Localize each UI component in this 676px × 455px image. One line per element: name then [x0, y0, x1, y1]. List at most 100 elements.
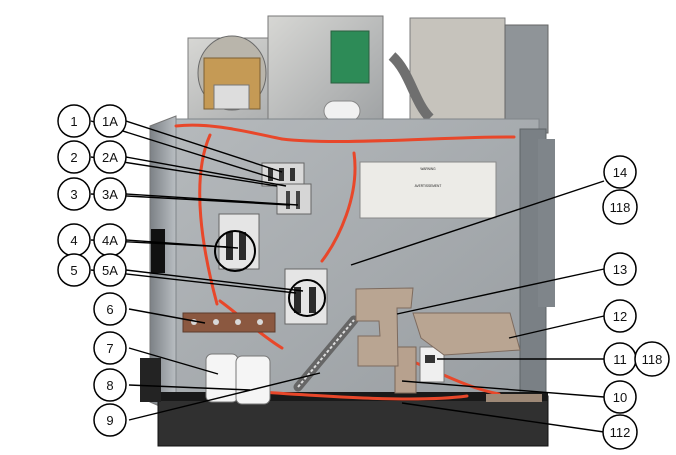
- callout-5: 5: [57, 253, 91, 287]
- line-13: [396, 268, 605, 315]
- bottom-hardware: [140, 229, 542, 402]
- callout-3a-label: 3A: [102, 187, 118, 202]
- terminal-block-mid: [276, 183, 312, 215]
- terminal-strip: [182, 312, 276, 333]
- callout-11-label: 11: [613, 352, 627, 367]
- gray-hose: [388, 52, 434, 122]
- callout-2a: 2A: [93, 140, 127, 174]
- callout-4a-label: 4A: [102, 233, 118, 248]
- callout-3a-circle: [93, 177, 127, 211]
- wire-top-right: [280, 135, 516, 143]
- terminal-block-2: [276, 183, 312, 215]
- transformer-bracket: [213, 84, 250, 110]
- line-112: [401, 402, 605, 433]
- relay-4: [214, 213, 260, 272]
- callout-1-circle: [57, 104, 91, 138]
- warning-label-title: WARNING: [420, 167, 436, 171]
- relay-5-circle: [288, 279, 326, 317]
- line-7: [128, 347, 219, 375]
- callout-12-label: 12: [613, 309, 627, 324]
- callout-2: 2: [57, 140, 91, 174]
- terminal-screw-4: [257, 319, 263, 325]
- callout-1a-circle: [93, 104, 127, 138]
- line-2a: [125, 156, 287, 187]
- terminal-slot-1: [268, 168, 273, 181]
- callout-4-label: 4: [70, 233, 77, 248]
- top-right-assembly: [504, 24, 549, 134]
- callout-8: 8: [93, 368, 127, 402]
- terminal-post-2: [296, 191, 300, 209]
- callout-markers: 1 1A 2 2A 3 3A 4 4A 5 5A 6 7 8 9 14 118 …: [57, 104, 670, 450]
- control-module: [419, 346, 445, 383]
- relay-5: [284, 268, 328, 325]
- callout-1: 1: [57, 104, 91, 138]
- capacitor-right: [235, 355, 271, 405]
- callout-4a: 4A: [93, 223, 127, 257]
- warning-label: WARNING AVERTISSEMENT: [359, 161, 497, 219]
- callout-13-circle: [603, 252, 637, 286]
- bottom-chassis: [157, 395, 549, 447]
- callout-10: 10: [603, 380, 637, 414]
- callout-5a-circle: [93, 253, 127, 287]
- callout-9: 9: [93, 403, 127, 437]
- callout-2a-label: 2A: [102, 150, 118, 165]
- terminal-screw-2: [213, 319, 219, 325]
- callout-12-circle: [603, 299, 637, 333]
- callout-13: 13: [603, 252, 637, 286]
- callout-118-lower-circle: [634, 341, 670, 377]
- callout-4: 4: [57, 223, 91, 257]
- callout-118-lower-label: 118: [642, 352, 663, 367]
- right-plate: [412, 312, 521, 356]
- callout-8-label: 8: [106, 378, 113, 393]
- callout-9-circle: [93, 403, 127, 437]
- callout-8-circle: [93, 368, 127, 402]
- relay-5-contact-2: [309, 287, 316, 313]
- callout-1a: 1A: [93, 104, 127, 138]
- right-bottom-bracket: [486, 394, 542, 402]
- callout-5a-label: 5A: [102, 263, 118, 278]
- callout-112-label: 112: [610, 425, 631, 440]
- relay-5-contact-1: [294, 287, 301, 313]
- control-knob: [425, 355, 435, 363]
- line-5a: [125, 269, 304, 292]
- callout-14-label: 14: [613, 165, 627, 180]
- small-circuit-board: [330, 30, 370, 84]
- callout-11: 11: [603, 342, 637, 376]
- callout-5-circle: [57, 253, 91, 287]
- relay-5-base: [284, 268, 328, 325]
- line-9: [128, 372, 321, 421]
- callout-1-label: 1: [70, 114, 77, 129]
- wire-bottom-run: [258, 390, 469, 401]
- left-bottom-bracket: [140, 358, 161, 402]
- terminal-screw-3: [235, 319, 241, 325]
- warning-label-background: [359, 161, 497, 219]
- callout-6: 6: [93, 292, 127, 326]
- angled-bracket: [355, 287, 414, 367]
- callout-112: 112: [602, 414, 638, 450]
- relay-4-contact-1: [226, 232, 233, 260]
- callout-2-label: 2: [70, 150, 77, 165]
- large-bracket: [355, 287, 521, 367]
- callout-6-label: 6: [106, 302, 113, 317]
- line-4a: [125, 239, 239, 249]
- line-6: [128, 308, 206, 324]
- callout-7-circle: [93, 331, 127, 365]
- line-3a: [125, 193, 299, 206]
- callout-1a-label: 1A: [102, 114, 118, 129]
- callout-118-top-circle: [602, 189, 638, 225]
- terminal-strip-body: [182, 312, 276, 333]
- callout-3-circle: [57, 177, 91, 211]
- top-components: [187, 15, 549, 136]
- capacitor-top: [323, 100, 361, 122]
- callout-3: 3: [57, 177, 91, 211]
- line-1a: [125, 120, 283, 173]
- terminal-slot-2: [279, 168, 284, 181]
- callout-112-circle: [602, 414, 638, 450]
- callout-6-circle: [93, 292, 127, 326]
- callout-14-circle: [603, 155, 637, 189]
- line-10: [401, 380, 605, 398]
- terminal-slot-3: [290, 168, 295, 181]
- callout-118-top-label: 118: [610, 200, 631, 215]
- line-8: [128, 384, 251, 391]
- spring-highlight: [297, 319, 355, 388]
